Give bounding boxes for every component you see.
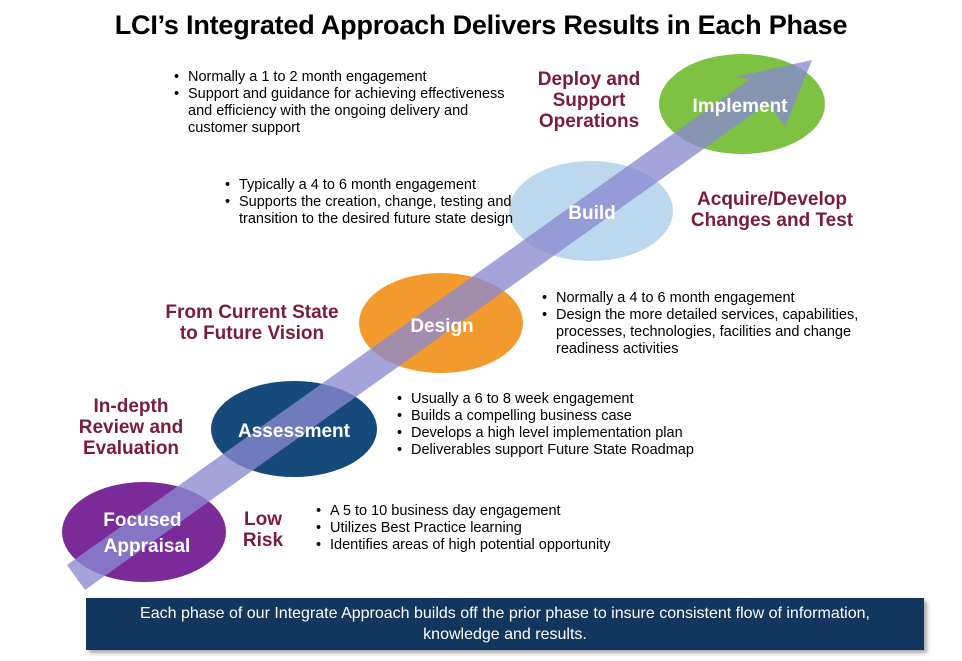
summary-banner-text: Each phase of our Integrate Approach bui…	[140, 605, 870, 643]
phase-caption-design: From Current State to Future Vision	[165, 302, 339, 344]
bullet-item: Deliverables support Future State Roadma…	[397, 442, 757, 459]
bullet-item: Typically a 4 to 6 month engagement	[225, 177, 515, 194]
phase-caption-implement: Deploy and Support Operations	[537, 69, 641, 132]
bullet-item: Develops a high level implementation pla…	[397, 425, 757, 442]
phase-label-design: Design	[410, 316, 473, 337]
progress-arrow	[67, 60, 812, 590]
bullet-item: Normally a 1 to 2 month engagement	[174, 69, 514, 86]
bullets-assessment: Usually a 6 to 8 week engagement Builds …	[397, 391, 757, 459]
bullets-implement: Normally a 1 to 2 month engagement Suppo…	[174, 69, 514, 137]
phase-label-assessment: Assessment	[238, 421, 351, 442]
phase-caption-assessment: In-depth Review and Evaluation	[78, 396, 184, 459]
bullet-item: Usually a 6 to 8 week engagement	[397, 391, 757, 408]
bullets-design: Normally a 4 to 6 month engagement Desig…	[542, 290, 912, 358]
summary-banner: Each phase of our Integrate Approach bui…	[86, 598, 924, 650]
bullets-focused-appraisal: A 5 to 10 business day engagement Utiliz…	[316, 503, 676, 554]
bullet-item: Normally a 4 to 6 month engagement	[542, 290, 912, 307]
phase-label-build: Build	[568, 203, 616, 224]
phase-label-implement: Implement	[692, 96, 788, 117]
phase-caption-focused-appraisal: Low Risk	[242, 509, 284, 551]
bullet-item: Identifies areas of high potential oppor…	[316, 537, 676, 554]
bullet-item: A 5 to 10 business day engagement	[316, 503, 676, 520]
phase-label-focused-appraisal: Focused Appraisal	[103, 510, 190, 557]
bullet-item: Design the more detailed services, capab…	[542, 307, 912, 358]
diagram-title: LCI’s Integrated Approach Delivers Resul…	[114, 10, 848, 40]
bullet-item: Utilizes Best Practice learning	[316, 520, 676, 537]
bullets-build: Typically a 4 to 6 month engagement Supp…	[225, 177, 515, 228]
bullet-item: Support and guidance for achieving effec…	[174, 86, 514, 137]
phase-caption-build: Acquire/Develop Changes and Test	[690, 189, 854, 231]
bullet-item: Supports the creation, change, testing a…	[225, 194, 515, 228]
bullet-item: Builds a compelling business case	[397, 408, 757, 425]
